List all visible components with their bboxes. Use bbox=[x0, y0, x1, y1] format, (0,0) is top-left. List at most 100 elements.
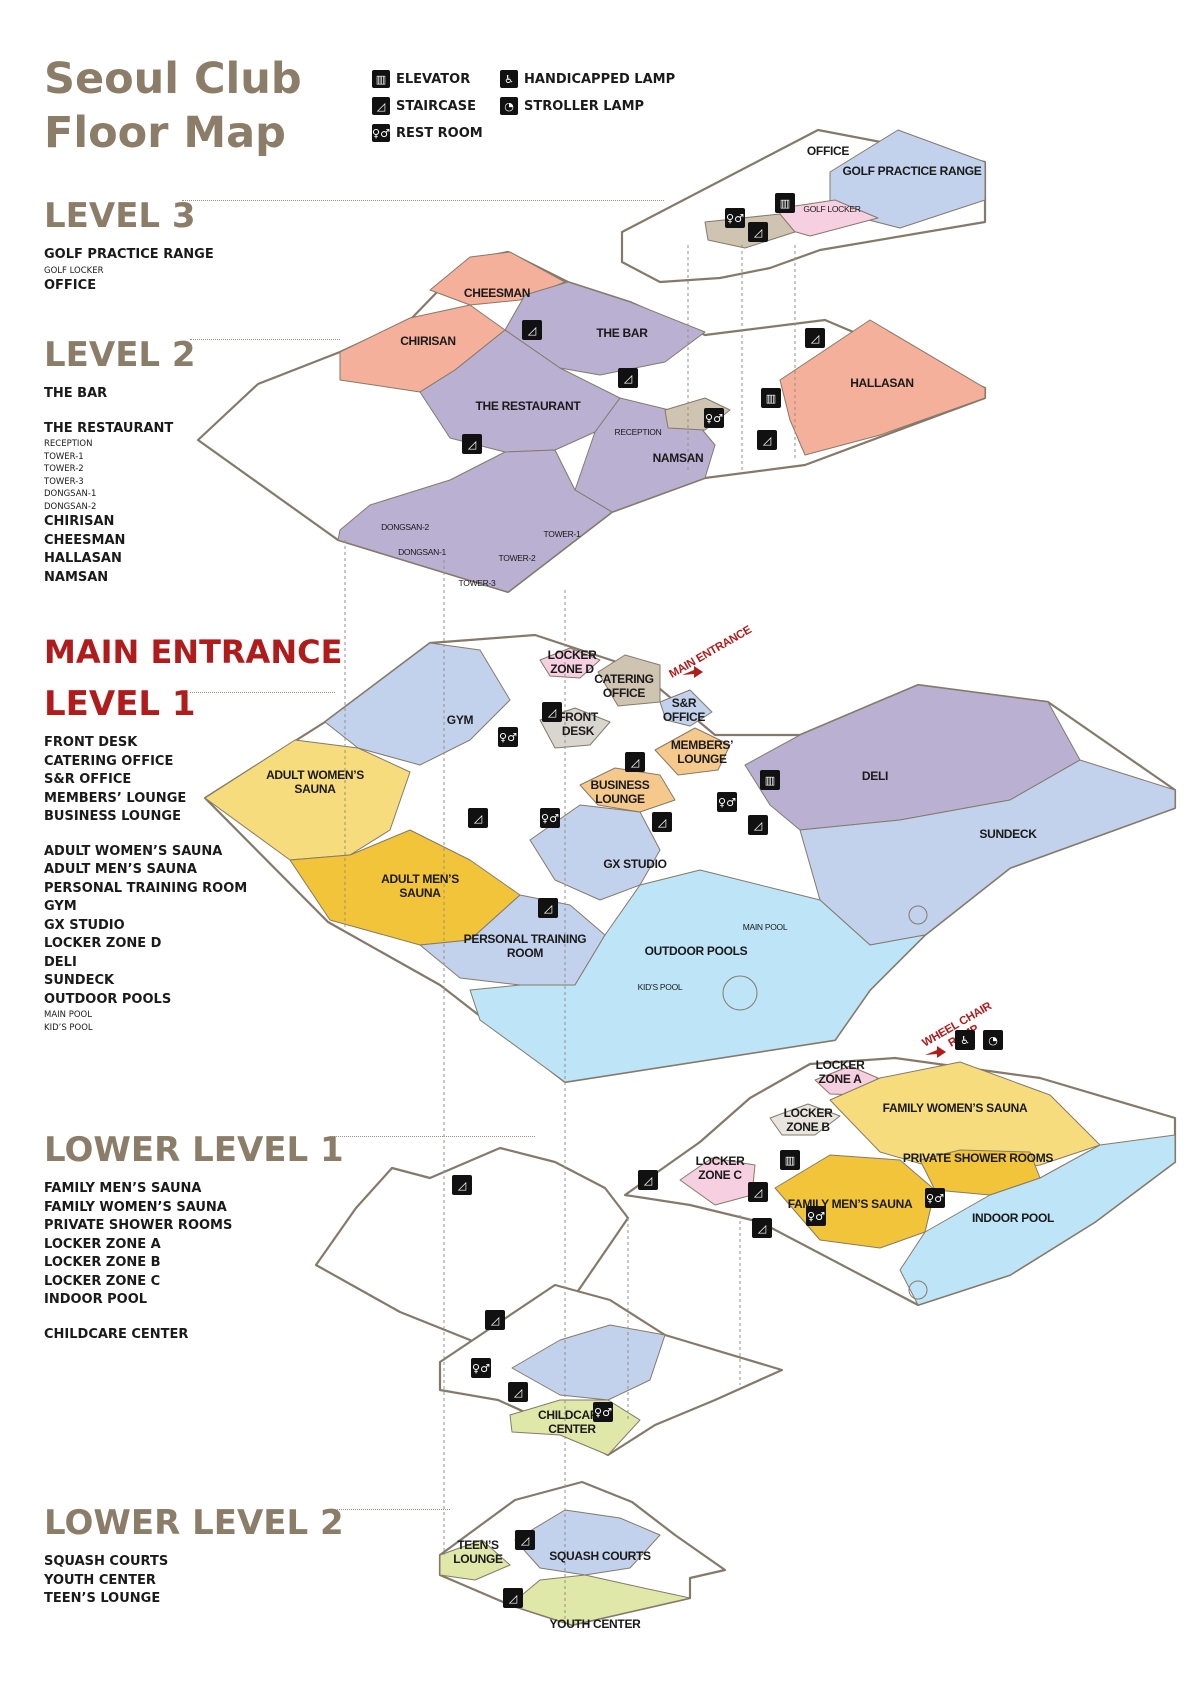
map-icon-background bbox=[748, 222, 768, 242]
staircase-icon: ◿ bbox=[625, 752, 645, 772]
map-icon-background bbox=[638, 1170, 658, 1190]
map-icon-background bbox=[462, 434, 482, 454]
map-label-line: LOCKER bbox=[816, 1058, 866, 1072]
map-icon-background bbox=[452, 1175, 472, 1195]
level-1-section: LEVEL 1 FRONT DESK CATERING OFFICE S&R O… bbox=[44, 684, 247, 1034]
legend-staircase: ◿ STAIRCASE bbox=[372, 97, 476, 115]
map-icon-background bbox=[593, 1402, 613, 1422]
level-2-room-list: THE BAR THE RESTAURANT RECEPTION TOWER-1… bbox=[44, 385, 196, 587]
room-list-item: OFFICE bbox=[44, 278, 97, 293]
map-label-reception: RECEPTION bbox=[615, 427, 662, 437]
map-label-line: ZONE B bbox=[786, 1120, 830, 1134]
staircase-icon: ◿ bbox=[652, 812, 672, 832]
map-icon-background bbox=[760, 770, 780, 790]
map-label-line: LOUNGE bbox=[677, 752, 727, 766]
staircase-icon: ◿ bbox=[618, 368, 638, 388]
room-list-item: FAMILY MEN’S SAUNA bbox=[44, 1181, 202, 1196]
staircase-icon: ◿ bbox=[452, 1175, 472, 1195]
map-icon-background bbox=[775, 193, 795, 213]
map-icon-background bbox=[503, 1588, 523, 1608]
map-label-dongsan-1: DONGSAN-1 bbox=[398, 547, 446, 557]
room-list-item: FAMILY WOMEN’S SAUNA bbox=[44, 1199, 227, 1215]
legend-label: ELEVATOR bbox=[396, 71, 471, 87]
room-list-item: LOCKER ZONE A bbox=[44, 1236, 161, 1252]
room-list-item: SQUASH COURTS bbox=[44, 1554, 169, 1569]
map-label-sundeck: SUNDECK bbox=[979, 827, 1037, 841]
room-list-item: ADULT WOMEN’S SAUNA bbox=[44, 843, 223, 859]
map-icon-background bbox=[618, 368, 638, 388]
restroom-icon: ♀♂ bbox=[372, 124, 390, 142]
staircase-icon: ◿ bbox=[508, 1382, 528, 1402]
map-icon-glyph: ◿ bbox=[474, 812, 483, 825]
childcare-room bbox=[511, 1324, 666, 1401]
map-icon-glyph: ♀♂ bbox=[705, 412, 723, 425]
legend-label: REST ROOM bbox=[396, 125, 483, 141]
map-label-line: DESK bbox=[562, 724, 595, 738]
main-entrance-arrow bbox=[682, 666, 703, 678]
lower-level-1-room-list: FAMILY MEN’S SAUNA FAMILY WOMEN’S SAUNA … bbox=[44, 1180, 344, 1344]
room-list-item: LOCKER ZONE B bbox=[44, 1255, 161, 1270]
map-icon-background bbox=[752, 1218, 772, 1238]
map-icon-background bbox=[538, 898, 558, 918]
map-icon-glyph: ◿ bbox=[754, 1186, 763, 1199]
map-icon-glyph: ◿ bbox=[631, 756, 640, 769]
map-label-tower-3: TOWER-3 bbox=[459, 578, 497, 588]
restroom-icon: ♀♂ bbox=[717, 792, 737, 812]
map-label-gx-studio: GX STUDIO bbox=[603, 857, 666, 871]
map-icon-background bbox=[498, 727, 518, 747]
room-list-item: CATERING OFFICE bbox=[44, 753, 174, 769]
room-list-item: BUSINESS LOUNGE bbox=[44, 809, 181, 824]
level-3-heading: LEVEL 3 bbox=[44, 196, 196, 236]
map-label-line: OFFICE bbox=[663, 710, 705, 724]
legend-elevator: ▥ ELEVATOR bbox=[372, 70, 470, 88]
legend-label: STROLLER LAMP bbox=[524, 98, 645, 114]
room-list-item: NAMSAN bbox=[44, 569, 109, 585]
map-label-main-entrance: MAIN ENTRANCE bbox=[667, 624, 754, 681]
wheelchair-ramp-arrow bbox=[925, 1046, 946, 1058]
legend-label: STAIRCASE bbox=[396, 98, 476, 114]
elevator-icon: ▥ bbox=[760, 770, 780, 790]
room-list-item: TOWER-3 bbox=[44, 476, 84, 487]
map-icon-glyph: ◿ bbox=[468, 438, 477, 451]
kids-pool-outline bbox=[722, 975, 758, 1011]
map-icon-glyph: ♀♂ bbox=[807, 1210, 825, 1223]
map-icon-glyph: ♀♂ bbox=[718, 796, 736, 809]
elevator-icon: ▥ bbox=[775, 193, 795, 213]
room-list-item: S&R OFFICE bbox=[44, 772, 132, 787]
staircase-icon: ◿ bbox=[638, 1170, 658, 1190]
staircase-icon: ◿ bbox=[748, 222, 768, 242]
level-3-section: LEVEL 3 GOLF PRACTICE RANGE GOLF LOCKER … bbox=[44, 196, 214, 296]
restroom-icon: ♀♂ bbox=[704, 408, 724, 428]
room-list-item: PRIVATE SHOWER ROOMS bbox=[44, 1218, 233, 1233]
level-1-room-list: FRONT DESK CATERING OFFICE S&R OFFICE ME… bbox=[44, 734, 247, 1034]
room-list-item: YOUTH CENTER bbox=[44, 1572, 156, 1588]
map-icon-glyph: ♀♂ bbox=[926, 1192, 944, 1205]
icon-legend: ▥ ELEVATOR ♿ HANDICAPPED LAMP ◿ STAIRCAS… bbox=[372, 70, 702, 150]
map-icon-glyph: ◿ bbox=[528, 324, 537, 337]
map-icon-background bbox=[806, 1206, 826, 1226]
map-icon-glyph: ♿ bbox=[960, 1034, 970, 1047]
map-label-golf-practice-range: GOLF PRACTICE RANGE bbox=[843, 164, 982, 178]
map-label-line: SAUNA bbox=[294, 782, 336, 796]
map-label-line: LOCKER bbox=[548, 648, 598, 662]
staircase-icon: ◿ bbox=[805, 328, 825, 348]
map-label-line: TEEN’S bbox=[457, 1538, 499, 1552]
map-label-line: CATERING bbox=[594, 672, 653, 686]
map-label-line: BUSINESS bbox=[591, 778, 650, 792]
map-label-line: S&R bbox=[672, 696, 697, 710]
elevator-icon: ▥ bbox=[780, 1150, 800, 1170]
sr-office-room bbox=[659, 689, 713, 727]
gx-studio-room bbox=[529, 804, 661, 901]
map-icon-glyph: ◿ bbox=[758, 1222, 767, 1235]
level-3-room-list: GOLF PRACTICE RANGE GOLF LOCKER OFFICE bbox=[44, 246, 214, 296]
restroom-icon: ♀♂ bbox=[498, 727, 518, 747]
room-list-item: MEMBERS’ LOUNGE bbox=[44, 790, 187, 806]
page-title: Seoul Club Floor Map bbox=[44, 52, 302, 160]
map-icon-glyph: ◿ bbox=[458, 1179, 467, 1192]
staircase-icon: ◿ bbox=[538, 898, 558, 918]
level-2-heading: LEVEL 2 bbox=[44, 335, 196, 375]
map-label-golf-locker: GOLF LOCKER bbox=[803, 204, 860, 214]
